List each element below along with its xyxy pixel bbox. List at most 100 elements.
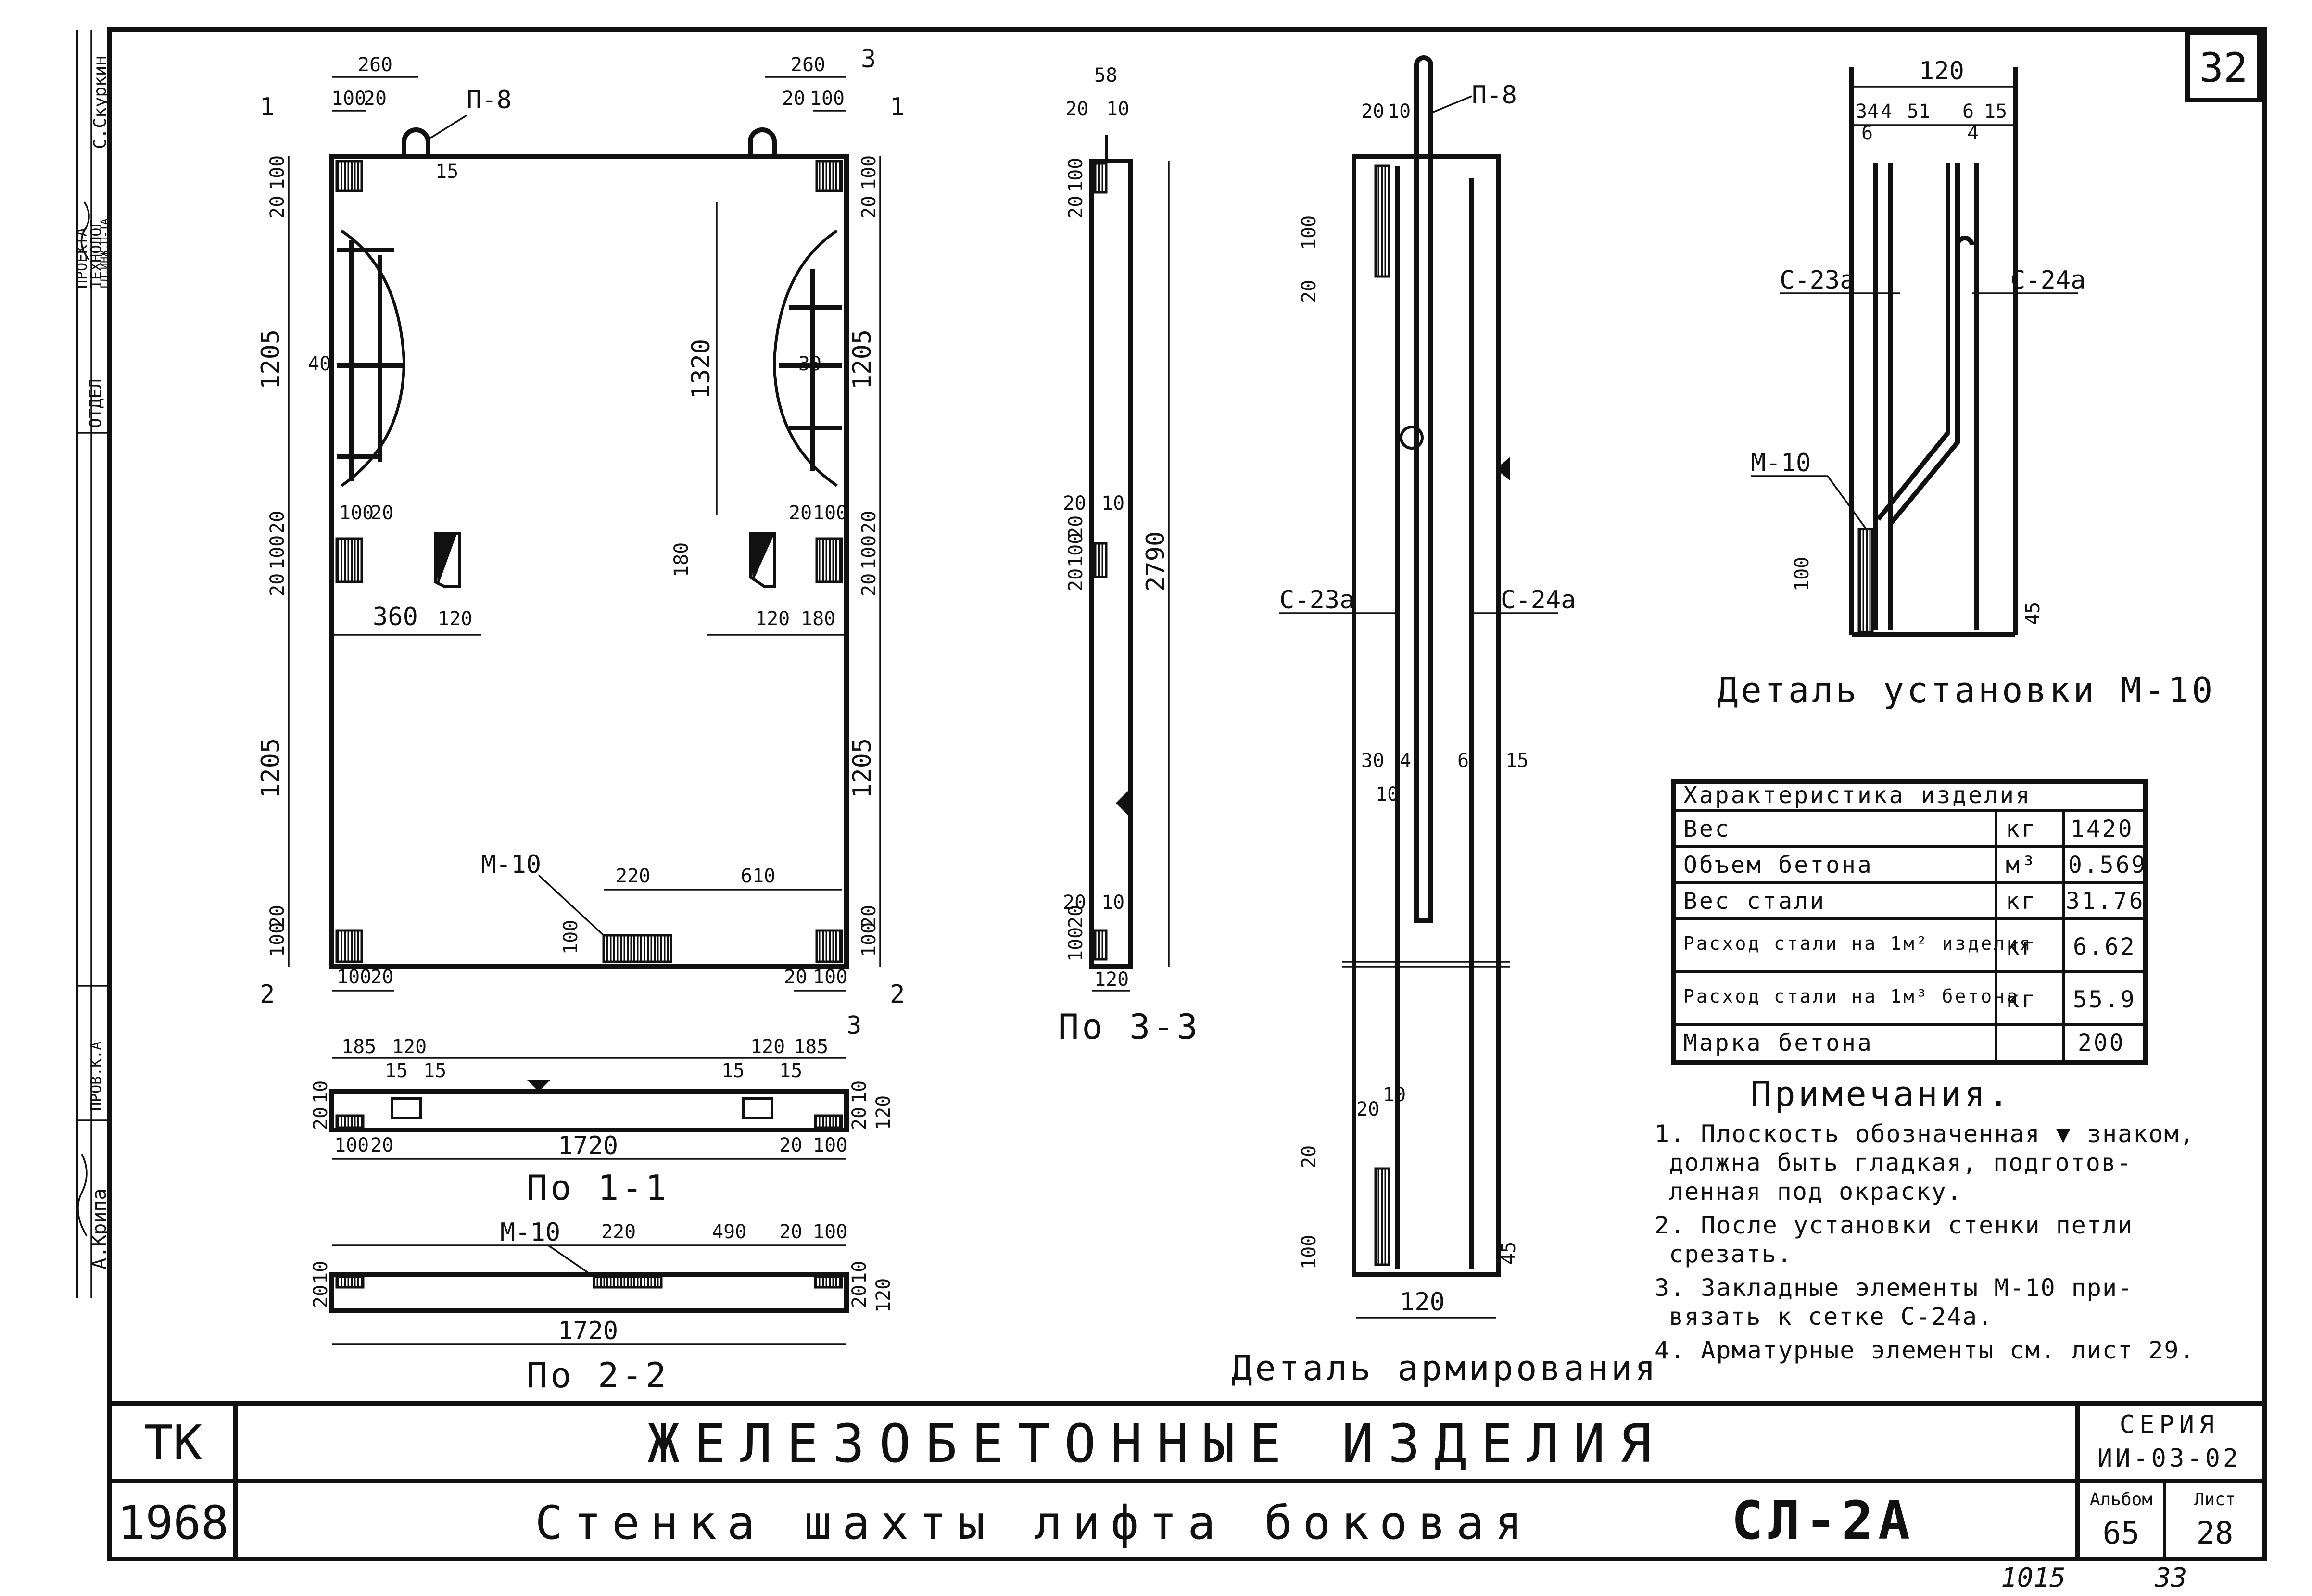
- mid-dim-120-right: 120: [755, 608, 790, 630]
- inst-dim-6b: 6: [1861, 122, 1873, 144]
- stamp-name2: А.Крипа: [88, 1188, 111, 1269]
- panel-dimensions: 260 100 20 260 20 100 П-8 15 1 1 2 2 3 3…: [256, 45, 905, 1040]
- inst-dim-6: 6: [1962, 101, 1974, 123]
- inst-side-45: 45: [2022, 602, 2044, 625]
- product-mark: СЛ-2А: [1731, 1490, 1915, 1551]
- installation-detail: 120 34 4 51 6 15 6 4 С-23а С-24а М-10 10…: [1717, 57, 2212, 710]
- reinf-width: 120: [1400, 1288, 1445, 1317]
- s11-right-20: 20: [848, 1107, 871, 1130]
- mid-block-left: [335, 537, 363, 583]
- row-concrete-grade-value: 200: [2078, 1030, 2125, 1056]
- s11-left-20: 20: [310, 1107, 332, 1130]
- row-steel-per-m2-name: Расход стали на 1м² изделия: [1683, 933, 2033, 954]
- s22-insert-label: М-10: [500, 1218, 560, 1247]
- section-mark-3-top: 3: [861, 45, 876, 74]
- smooth-face-marker-r: [1496, 457, 1510, 481]
- row-steel-per-m2-value: 6.62: [2073, 933, 2136, 960]
- s33-side-10b: 10: [1101, 492, 1124, 515]
- s11-right-120: 120: [872, 1095, 895, 1130]
- section-1-1: 185 120 15 15 15 120 185 15 100 20 20 10…: [310, 1036, 895, 1208]
- corner-block-tl: [335, 160, 363, 192]
- right-dim-1205a: 1205: [848, 329, 877, 390]
- right-dim-20a: 20: [858, 196, 880, 219]
- right-dim-1205b: 1205: [848, 738, 877, 798]
- right-dim-20b: 20: [858, 511, 880, 534]
- s11-dim-15-c: 15: [721, 1060, 745, 1082]
- characteristics-table: Характеристика изделия Вес кг 1420 Объем…: [1671, 779, 2148, 1065]
- note-3a: 3. Закладные элементы М-10 при-: [1655, 1274, 2133, 1302]
- row-weight-name: Вес: [1683, 816, 1731, 842]
- dim-top-left-260: 260: [358, 54, 392, 76]
- mid-dim-120-left: 120: [438, 608, 472, 630]
- inst-dim-15: 15: [1984, 101, 2007, 123]
- panel-elevation: [329, 127, 849, 969]
- signature-mark-2: [80, 201, 90, 261]
- insert-m10: [602, 934, 672, 963]
- reinf-dim-left-100: 100: [1298, 215, 1320, 250]
- s11-left-10: 10: [310, 1081, 332, 1104]
- s33-dim-10: 10: [1106, 98, 1129, 120]
- s11-dim-20-right: 20: [779, 1134, 802, 1156]
- row-steel-per-m3-unit: кг: [2006, 986, 2037, 1013]
- row-steel-per-m2-unit: кг: [2006, 933, 2037, 960]
- footer-number: 1015: [2001, 1562, 2066, 1594]
- s33-side-20c: 20: [1065, 568, 1087, 591]
- s11-dim-100-left: 100: [334, 1134, 369, 1156]
- s22-dim-20: 20: [779, 1221, 802, 1243]
- note-2b: срезать.: [1669, 1240, 1793, 1268]
- note-2a: 2. После установки стенки петли: [1655, 1211, 2133, 1239]
- note-1c: ленная под окраску.: [1669, 1178, 1962, 1206]
- inst-dim-51: 51: [1907, 101, 1930, 123]
- mid-dim-180-right: 180: [801, 608, 835, 630]
- smooth-face-marker-3: [1116, 789, 1130, 817]
- reinf-dim-bot-10: 10: [1383, 1084, 1406, 1106]
- org-code: ТК: [144, 1415, 202, 1471]
- series-value: ИИ-03-02: [2097, 1444, 2241, 1473]
- dim-top-right-20: 20: [782, 88, 805, 110]
- loop-p8-bar: [1414, 55, 1433, 923]
- section-3-3-outline: [1089, 159, 1133, 969]
- signature-mark: [77, 1154, 88, 1236]
- s33-side-100c: 100: [1065, 927, 1087, 962]
- left-dim-100b: 100: [266, 535, 289, 570]
- s11-dim-15-a: 15: [385, 1060, 408, 1082]
- hatch-dim-100-right: 100: [813, 502, 847, 524]
- s33-dim-58: 58: [1094, 64, 1117, 87]
- left-dim-100a: 100: [266, 155, 289, 190]
- corner-block-tr: [815, 160, 843, 192]
- s11-dim-15-d: 15: [779, 1060, 802, 1082]
- bottom-dim-610: 610: [741, 865, 775, 887]
- section-mark-2-right: 2: [890, 980, 905, 1009]
- section-mark-2-left: 2: [260, 980, 275, 1009]
- s33-side-20e: 20: [1063, 892, 1086, 914]
- mid-dim-360: 360: [373, 603, 418, 631]
- mid-dim-180-vertical: 180: [670, 542, 693, 577]
- dim-top-right-260: 260: [791, 54, 825, 76]
- row-concrete-grade-name: Марка бетона: [1683, 1030, 1873, 1056]
- note-1b: должна быть гладкая, подготов-: [1669, 1149, 2132, 1177]
- year: 1968: [117, 1496, 228, 1550]
- cutout-dim-right: 30: [798, 353, 821, 375]
- notes: Примечания. 1. Плоскость обозначенная ▼ …: [1655, 1074, 2195, 1364]
- s22-right-10: 10: [848, 1261, 871, 1284]
- stamp-proverka: ПРОВ.К.А: [88, 1042, 105, 1111]
- stamp-tech: ТЕХНОЛОГ: [88, 219, 105, 289]
- hatch-dim-20-left: 20: [370, 502, 393, 524]
- title-main: ЖЕЛЕЗОБЕТОННЫЕ ИЗДЕЛИЯ: [648, 1413, 1666, 1474]
- inst-insert-label: М-10: [1751, 449, 1811, 478]
- dim-top-right-100: 100: [810, 88, 845, 110]
- s11-dim-100-right: 100: [813, 1134, 847, 1156]
- s11-dim-15-b: 15: [423, 1060, 446, 1082]
- note-1a: 1. Плоскость обозначенная ▼ знаком,: [1655, 1120, 2195, 1148]
- s22-dim-490: 490: [712, 1221, 746, 1243]
- s33-side-10e: 10: [1101, 892, 1124, 914]
- reinf-loop-label: П-8: [1472, 81, 1517, 110]
- s22-left-10: 10: [310, 1261, 332, 1284]
- corner-block-bl: [335, 929, 363, 963]
- row-steel-per-m3-value: 55.9: [2073, 986, 2136, 1013]
- notes-title: Примечания.: [1751, 1074, 2012, 1114]
- left-dim-1205b: 1205: [256, 738, 285, 798]
- section-1-1-outline: [329, 1089, 849, 1132]
- s33-side-20d: 20: [1065, 515, 1087, 539]
